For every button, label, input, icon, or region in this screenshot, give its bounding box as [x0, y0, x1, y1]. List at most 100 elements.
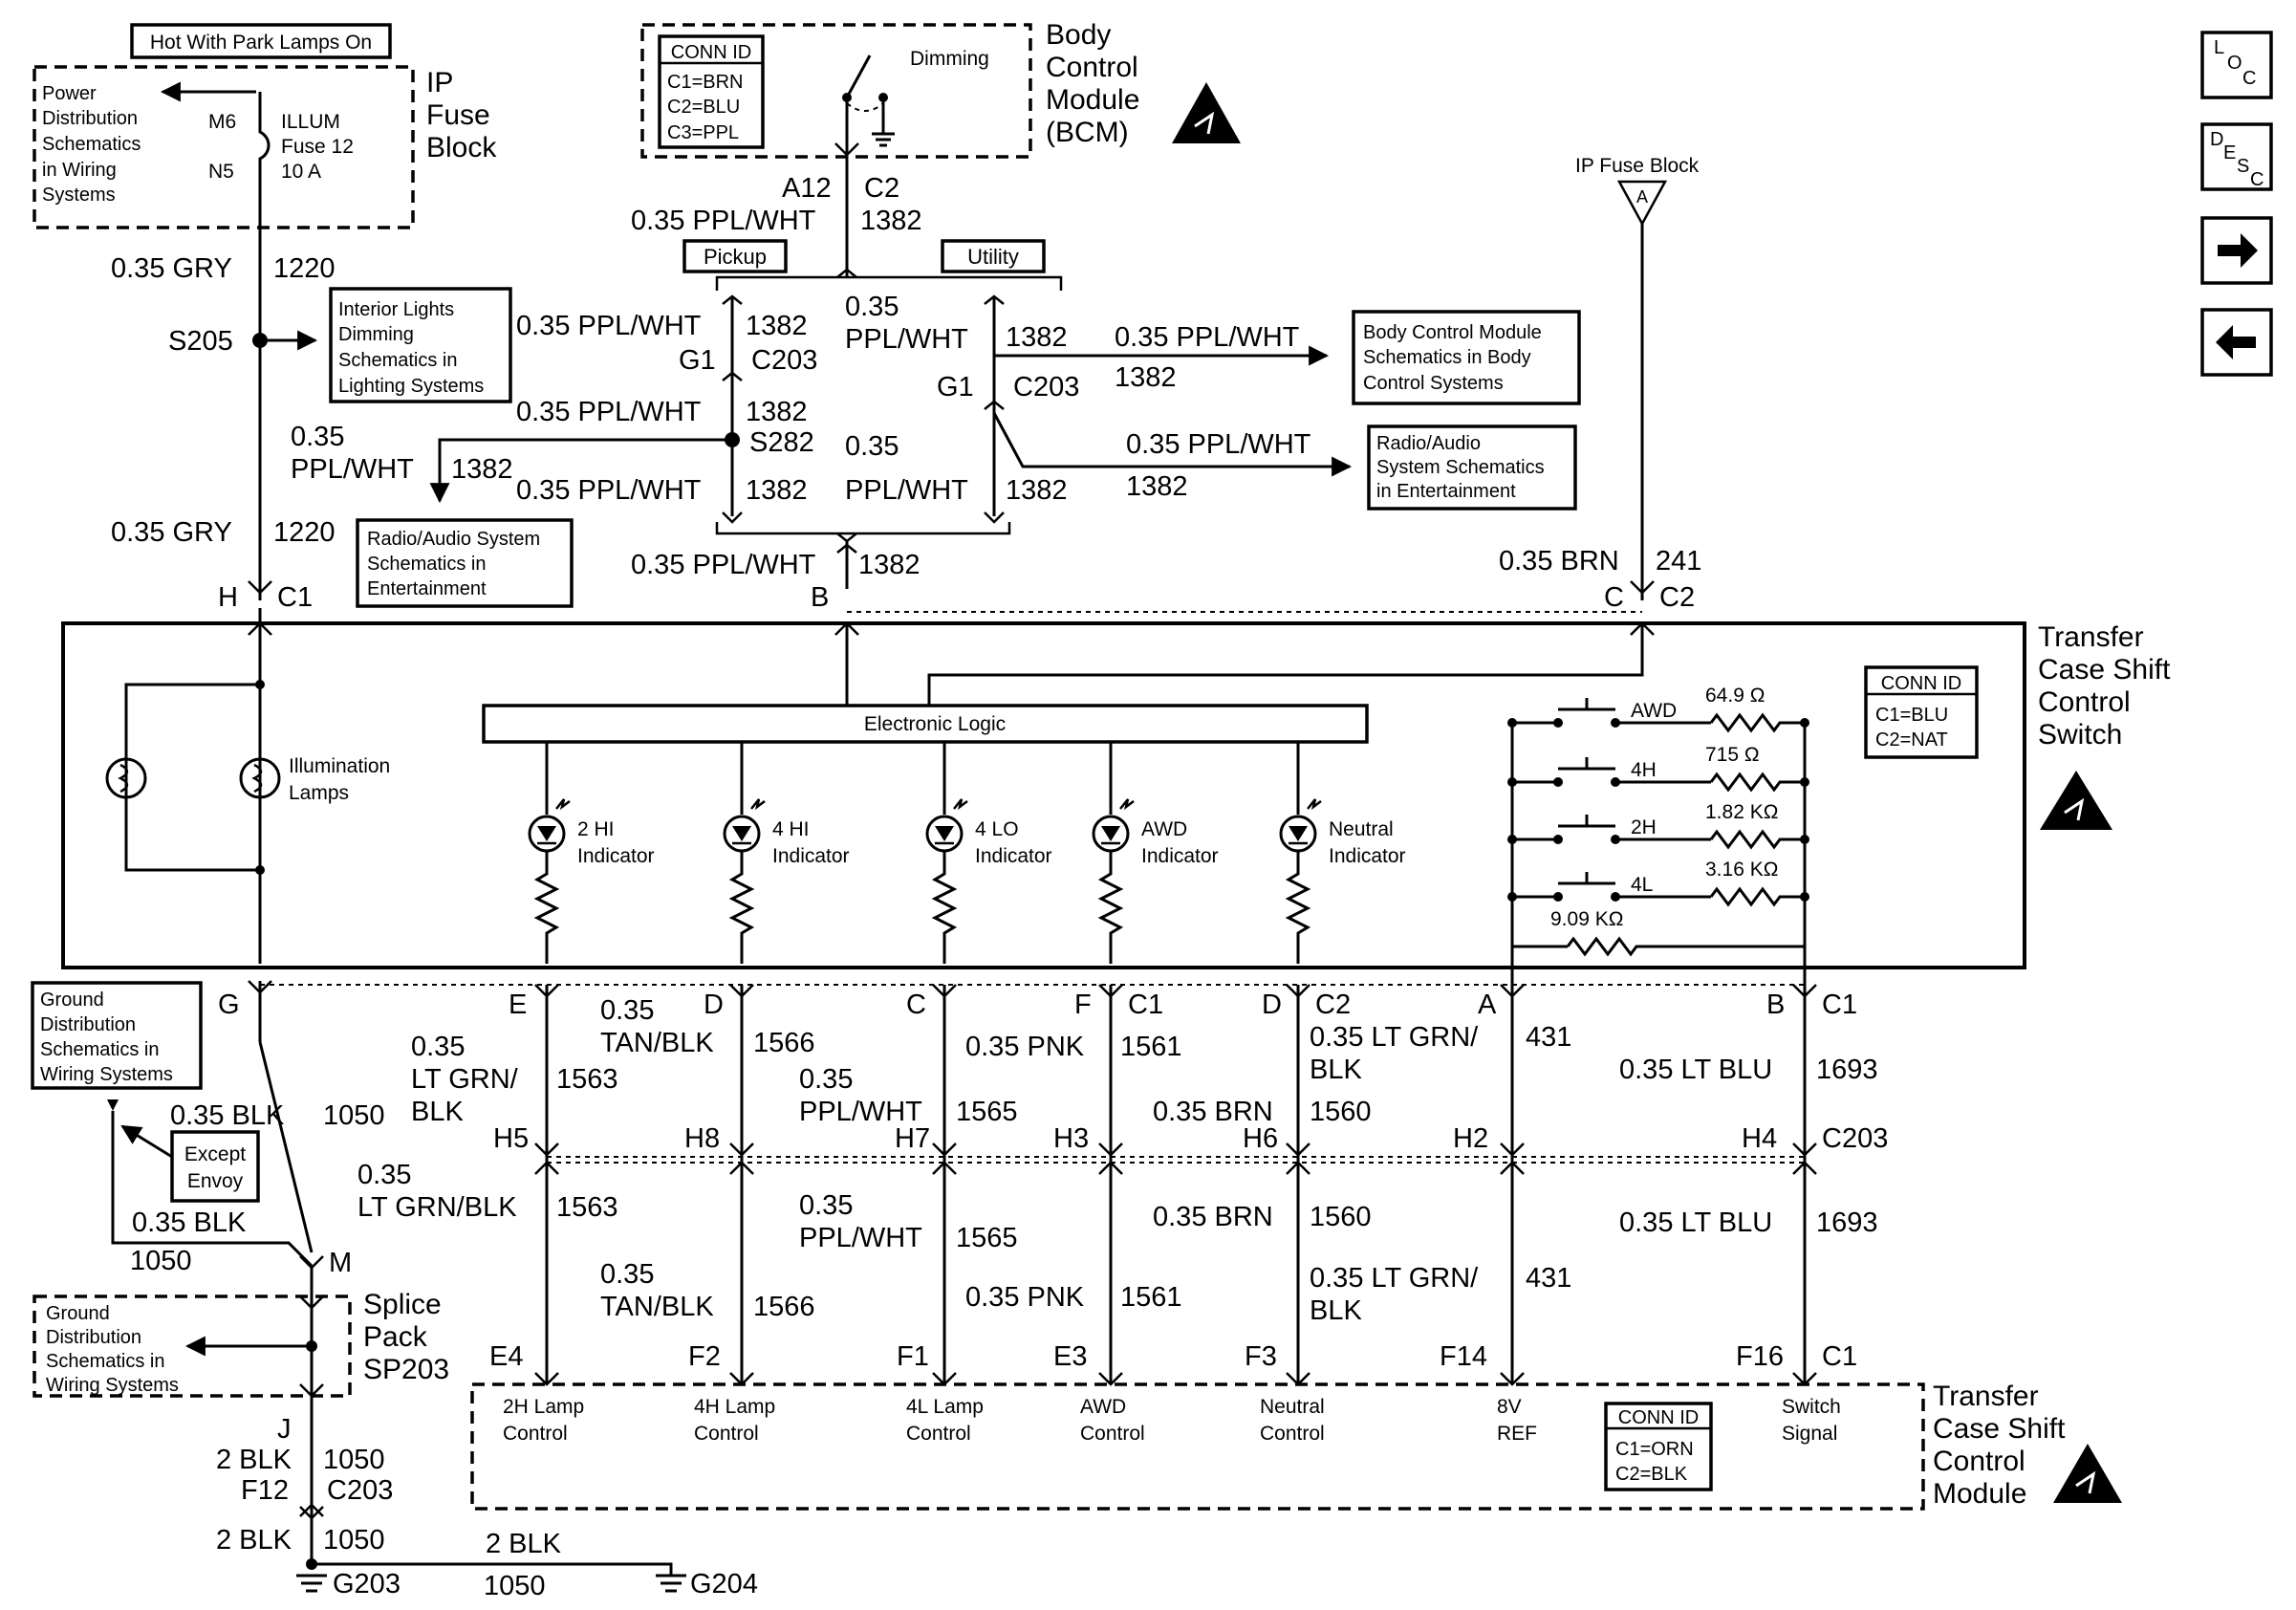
ip-fuse-title-1: IP: [426, 67, 453, 98]
svg-text:0.35 BLK: 0.35 BLK: [170, 1100, 285, 1131]
svg-text:S282: S282: [749, 427, 814, 458]
svg-text:1560: 1560: [1310, 1097, 1372, 1127]
svg-text:A: A: [1478, 990, 1497, 1020]
resistor-icon: [931, 851, 958, 964]
power-distribution-ref[interactable]: Power Distribution Schematics in Wiring …: [42, 83, 141, 206]
svg-text:715 Ω: 715 Ω: [1705, 744, 1760, 766]
svg-text:A12: A12: [782, 173, 832, 204]
svg-text:O: O: [2227, 53, 2242, 74]
svg-text:Pack: Pack: [363, 1321, 428, 1353]
svg-text:1566: 1566: [753, 1028, 815, 1058]
svg-text:Radio/Audio System: Radio/Audio System: [367, 529, 540, 550]
svg-text:C203: C203: [327, 1475, 393, 1506]
svg-text:PPL/WHT: PPL/WHT: [845, 475, 968, 506]
radio-audio-ref-right[interactable]: Radio/Audio System Schematics in Enterta…: [1367, 424, 1577, 511]
hot-label: Hot With Park Lamps On: [150, 32, 372, 54]
svg-text:PPL/WHT: PPL/WHT: [845, 324, 968, 355]
svg-text:0.35: 0.35: [411, 1032, 465, 1062]
svg-text:1561: 1561: [1120, 1032, 1182, 1062]
esd-icon: [1172, 82, 1241, 143]
loc-button[interactable]: L O C: [2200, 31, 2273, 99]
interior-lights-ref[interactable]: Interior Lights Dimming Schematics in Li…: [329, 287, 512, 403]
ip-fuse-block: Hot With Park Lamps On IP Fuse Block Pow…: [32, 23, 497, 229]
svg-text:IP Fuse Block: IP Fuse Block: [1575, 155, 1700, 177]
svg-text:2 BLK: 2 BLK: [486, 1529, 562, 1559]
svg-text:1561: 1561: [1120, 1282, 1182, 1313]
svg-text:C2=BLU: C2=BLU: [667, 97, 740, 118]
ground-distribution-ref[interactable]: Ground Distribution Schematics in Wiring…: [31, 981, 203, 1090]
svg-text:Case Shift: Case Shift: [1933, 1413, 2066, 1445]
ground-distribution-ref-2[interactable]: Ground Distribution Schematics in Wiring…: [46, 1303, 179, 1396]
svg-text:C203: C203: [1822, 1123, 1888, 1154]
svg-text:Entertainment: Entertainment: [367, 578, 487, 599]
svg-text:M: M: [329, 1248, 352, 1278]
svg-text:1563: 1563: [556, 1192, 618, 1223]
svg-text:Schematics: Schematics: [42, 134, 141, 155]
svg-text:0.35: 0.35: [845, 431, 899, 462]
svg-text:C1: C1: [1128, 990, 1163, 1020]
tccm-input-1: 2H Lamp: [503, 1396, 584, 1418]
svg-text:CONN ID: CONN ID: [1618, 1407, 1699, 1428]
transfer-case-shift-control-switch: Transfer Case Shift Control Switch CONN …: [61, 608, 2171, 998]
svg-text:H2: H2: [1453, 1123, 1488, 1154]
ip-fuse-title-3: Block: [426, 132, 497, 163]
svg-text:241: 241: [1656, 546, 1701, 577]
svg-text:Ground: Ground: [40, 990, 104, 1011]
svg-text:1220: 1220: [273, 517, 336, 548]
svg-text:1565: 1565: [956, 1223, 1018, 1253]
svg-text:AWD: AWD: [1141, 818, 1187, 840]
svg-text:E: E: [2223, 142, 2236, 163]
next-page-button[interactable]: [2200, 216, 2273, 285]
svg-text:System Schematics: System Schematics: [1376, 457, 1545, 478]
electronic-logic-block: [482, 704, 1369, 744]
svg-text:0.35: 0.35: [799, 1190, 853, 1221]
svg-text:G204: G204: [690, 1569, 758, 1599]
svg-text:C2: C2: [1315, 990, 1351, 1020]
svg-text:G1: G1: [937, 372, 974, 402]
svg-text:in Entertainment: in Entertainment: [1376, 481, 1516, 502]
svg-text:0.35 PNK: 0.35 PNK: [965, 1282, 1085, 1313]
svg-text:C: C: [2242, 68, 2256, 89]
svg-text:1382: 1382: [1115, 362, 1177, 393]
pickup-label: [682, 239, 788, 273]
svg-text:Indicator: Indicator: [772, 845, 850, 867]
svg-text:0.35 PPL/WHT: 0.35 PPL/WHT: [516, 397, 702, 427]
svg-text:Neutral: Neutral: [1329, 818, 1394, 840]
svg-text:Wiring Systems: Wiring Systems: [46, 1375, 179, 1396]
svg-text:0.35: 0.35: [600, 995, 654, 1026]
ip-fuse-title-2: Fuse: [426, 99, 490, 131]
svg-text:S: S: [2237, 156, 2249, 177]
fuse-pin-m6: M6: [208, 111, 236, 133]
svg-text:Transfer: Transfer: [2038, 621, 2144, 653]
svg-text:Schematics in: Schematics in: [338, 350, 458, 371]
svg-text:10 A: 10 A: [281, 161, 321, 183]
radio-audio-ref-left[interactable]: Radio/Audio System Schematics in Enterta…: [356, 518, 574, 608]
svg-text:Systems: Systems: [42, 185, 116, 206]
svg-text:BLK: BLK: [1310, 1295, 1362, 1326]
svg-text:A: A: [1636, 187, 1648, 207]
svg-text:Module: Module: [1046, 84, 1139, 116]
svg-text:C1: C1: [277, 582, 313, 613]
lamp-icon: [239, 757, 281, 799]
svg-text:Distribution: Distribution: [42, 108, 138, 129]
svg-text:BLK: BLK: [1310, 1055, 1362, 1085]
previous-page-button[interactable]: [2200, 308, 2273, 377]
svg-text:431: 431: [1526, 1022, 1571, 1053]
svg-text:9.09 KΩ: 9.09 KΩ: [1550, 908, 1623, 930]
svg-text:F1: F1: [897, 1341, 929, 1372]
svg-text:TAN/BLK: TAN/BLK: [600, 1292, 714, 1322]
svg-text:0.35 BRN: 0.35 BRN: [1499, 546, 1619, 577]
svg-text:F2: F2: [688, 1341, 721, 1372]
resistor-icon: [1709, 772, 1805, 793]
svg-text:LT GRN/BLK: LT GRN/BLK: [357, 1192, 517, 1223]
desc-button[interactable]: D E S C: [2200, 122, 2273, 191]
svg-text:0.35 LT BLU: 0.35 LT BLU: [1619, 1208, 1772, 1238]
svg-text:1050: 1050: [484, 1571, 546, 1601]
svg-text:1.82 KΩ: 1.82 KΩ: [1705, 801, 1778, 823]
svg-text:Control: Control: [1260, 1423, 1325, 1445]
svg-text:BLK: BLK: [411, 1097, 464, 1127]
svg-text:Electronic Logic: Electronic Logic: [864, 713, 1006, 735]
bcm-schematics-ref[interactable]: Body Control Module Schematics in Body C…: [1352, 310, 1581, 405]
svg-text:64.9 Ω: 64.9 Ω: [1705, 685, 1765, 707]
